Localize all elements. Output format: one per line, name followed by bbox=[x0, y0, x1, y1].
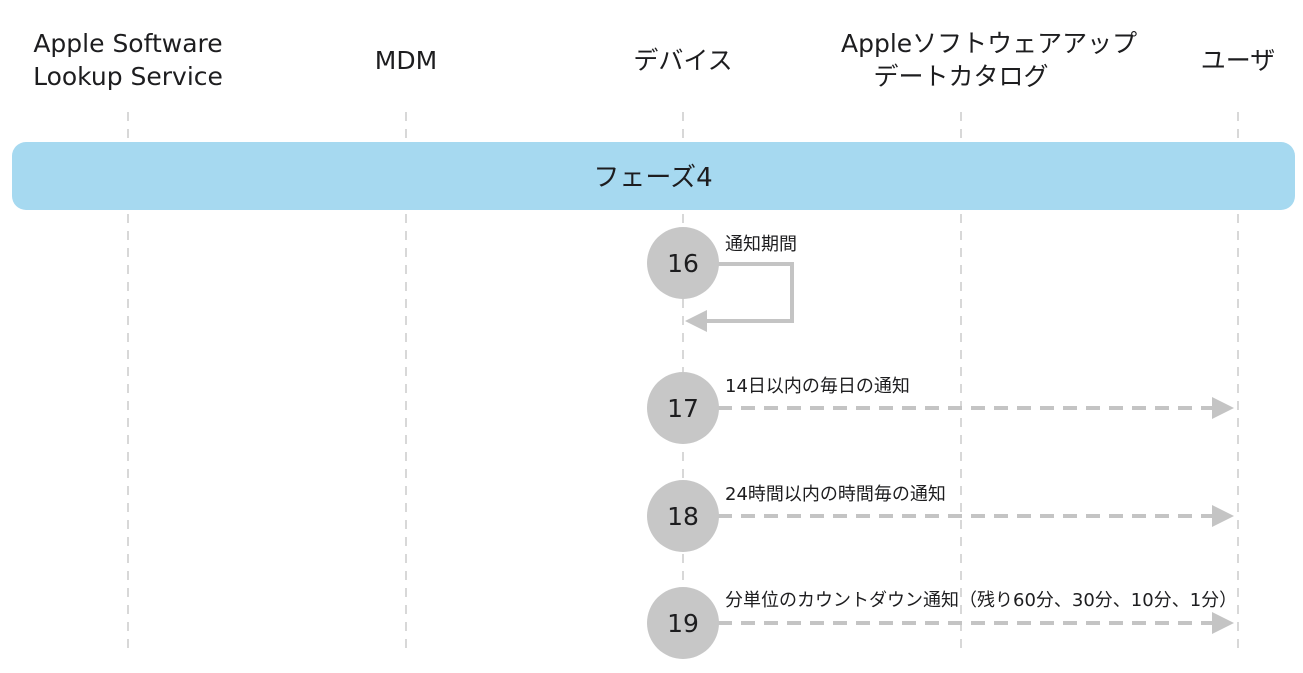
step-17-label: 14日以内の毎日の通知 bbox=[725, 376, 910, 397]
step-16-circle bbox=[647, 227, 719, 299]
lane-header-mdm: MDM bbox=[286, 44, 526, 77]
step-16-loop-arrow bbox=[698, 262, 794, 323]
lane-header-user: ユーザ bbox=[1118, 44, 1303, 77]
step-17-number: 17 bbox=[667, 394, 699, 423]
step-17-arrowhead bbox=[1212, 397, 1234, 419]
step-19-arrowhead bbox=[1212, 612, 1234, 634]
step-19-label: 分単位のカウントダウン通知（残り60分、30分、10分、1分） bbox=[725, 590, 1237, 611]
step-18-label: 24時間以内の時間毎の通知 bbox=[725, 484, 946, 505]
lane-header-catalog-line-2: デートカタログ bbox=[873, 62, 1049, 91]
lane-header-asls: Apple Software Lookup Service bbox=[8, 27, 248, 93]
phase-label: フェーズ4 bbox=[593, 163, 712, 193]
lane-header-asls-line-2: Lookup Service bbox=[33, 62, 223, 91]
step-18-number: 18 bbox=[667, 502, 699, 531]
lane-header-device-line-1: デバイス bbox=[633, 46, 733, 75]
step-18-circle bbox=[647, 480, 719, 552]
lane-header-asls-line-1: Apple Software bbox=[33, 29, 223, 58]
lane-header-mdm-line-1: MDM bbox=[374, 46, 438, 75]
step-16-arrowhead bbox=[685, 310, 707, 332]
step-19-circle bbox=[647, 587, 719, 659]
step-17-circle bbox=[647, 372, 719, 444]
step-19-number: 19 bbox=[667, 609, 699, 638]
step-16-number: 16 bbox=[667, 249, 699, 278]
step-16-label: 通知期間 bbox=[725, 234, 797, 255]
step-18-arrowhead bbox=[1212, 505, 1234, 527]
lane-header-user-line-1: ユーザ bbox=[1200, 46, 1276, 75]
lane-header-device: デバイス bbox=[563, 44, 803, 77]
phase-banner bbox=[12, 142, 1295, 210]
